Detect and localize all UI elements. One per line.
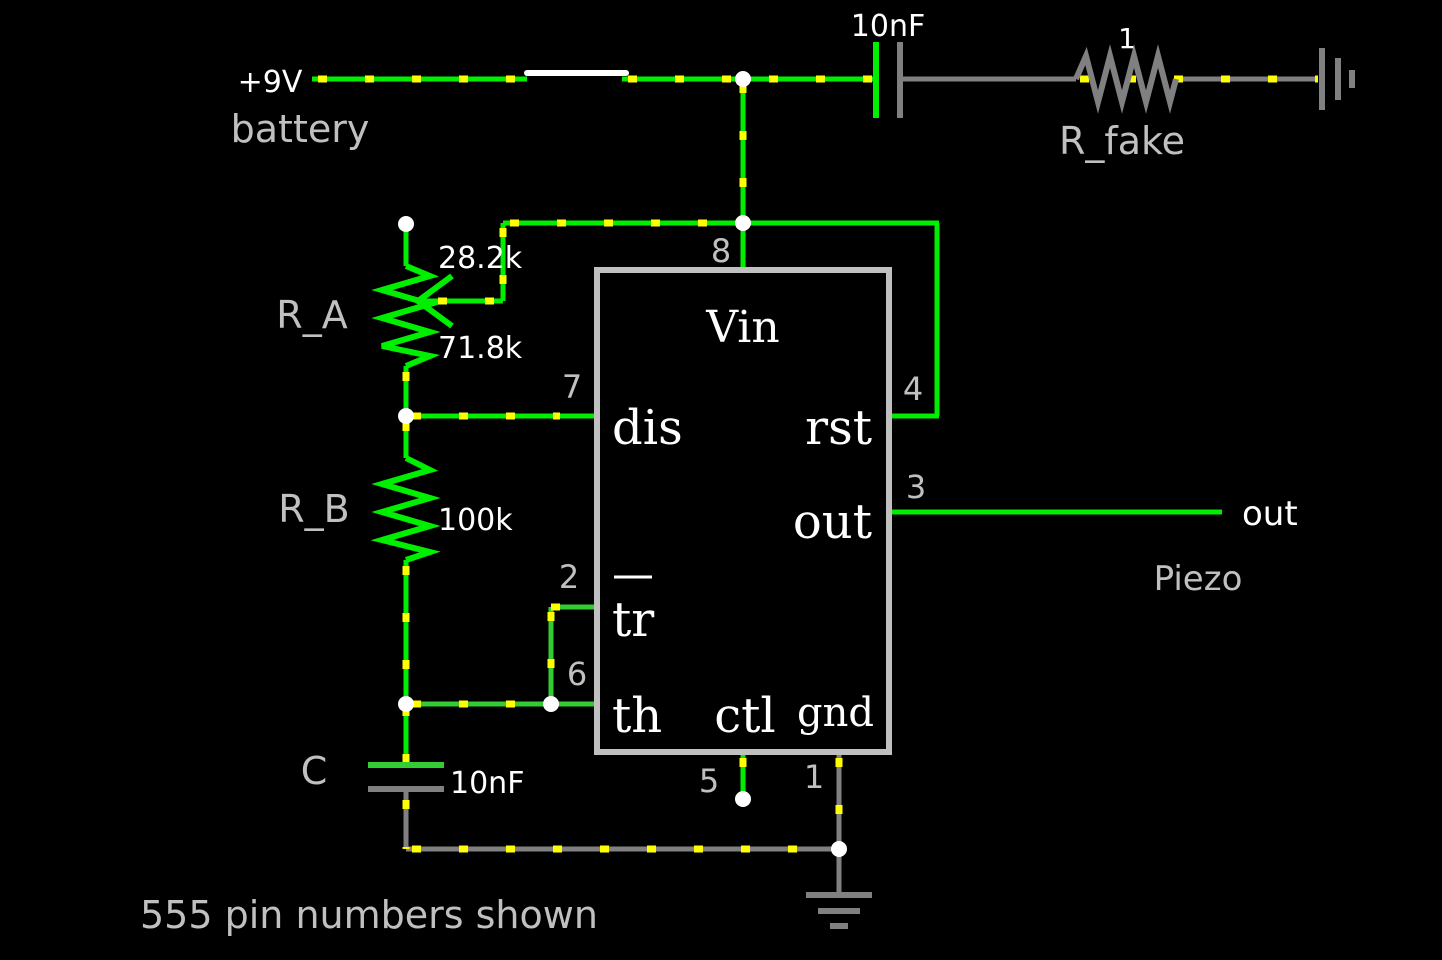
ground-icon-top <box>1319 48 1355 110</box>
battery-name: battery <box>231 107 370 151</box>
chip-ctl: ctl <box>714 688 776 744</box>
node-ra-top <box>398 216 414 232</box>
chip-rst: rst <box>805 400 872 456</box>
node-ctl <box>735 791 751 807</box>
cap-c-name: C <box>301 749 328 793</box>
pin-5: 5 <box>699 762 719 800</box>
battery-voltage: +9V <box>238 65 303 100</box>
pin-3: 3 <box>906 468 926 506</box>
chip-tr: tr <box>612 592 654 648</box>
r-a-top-value: 28.2k <box>438 241 523 276</box>
potentiometer-r-a[interactable] <box>371 224 503 416</box>
output-name: Piezo <box>1154 559 1243 599</box>
node-rail <box>735 71 751 87</box>
chip-gnd: gnd <box>797 690 874 736</box>
r-b-value: 100k <box>438 503 513 538</box>
chip-dis: dis <box>612 400 683 456</box>
cap-c-value: 10nF <box>450 766 524 801</box>
pin-6: 6 <box>567 655 587 693</box>
chip-th: th <box>612 688 662 744</box>
r-a-bottom-value: 71.8k <box>438 331 523 366</box>
resistor-r-fake[interactable] <box>1073 44 1179 114</box>
footer-note: 555 pin numbers shown <box>140 893 598 937</box>
node-th-left <box>398 696 414 712</box>
node-gnd <box>831 841 847 857</box>
th-tr-wire[interactable] <box>406 603 597 708</box>
resistor-r-b[interactable] <box>370 416 441 765</box>
pin-1: 1 <box>804 758 824 796</box>
chip-vin: Vin <box>705 302 779 353</box>
pin-8: 8 <box>711 232 731 270</box>
vin-bus-wire[interactable] <box>499 219 940 419</box>
timer-555-chip[interactable]: Vin dis rst out tr th ctl gnd <box>594 267 892 755</box>
capacitor-c[interactable] <box>368 762 444 792</box>
r-b-name: R_B <box>278 487 349 531</box>
node-th-tr <box>543 696 559 712</box>
junction-nodes <box>398 71 847 857</box>
capacitor-top[interactable] <box>873 42 903 118</box>
r-fake-value: 1 <box>1118 22 1136 55</box>
pin-2: 2 <box>559 558 579 596</box>
output-label: out <box>1242 494 1298 534</box>
ground-bus-wire[interactable] <box>402 752 843 895</box>
capacitor-top-value: 10nF <box>851 9 925 44</box>
r-fake-name: R_fake <box>1059 119 1185 163</box>
pin-4: 4 <box>903 370 923 408</box>
r-a-name: R_A <box>276 293 347 337</box>
node-dis <box>398 408 414 424</box>
chip-out: out <box>793 494 872 550</box>
ground-icon <box>806 892 872 929</box>
pin-7: 7 <box>562 368 582 406</box>
node-vin <box>735 215 751 231</box>
